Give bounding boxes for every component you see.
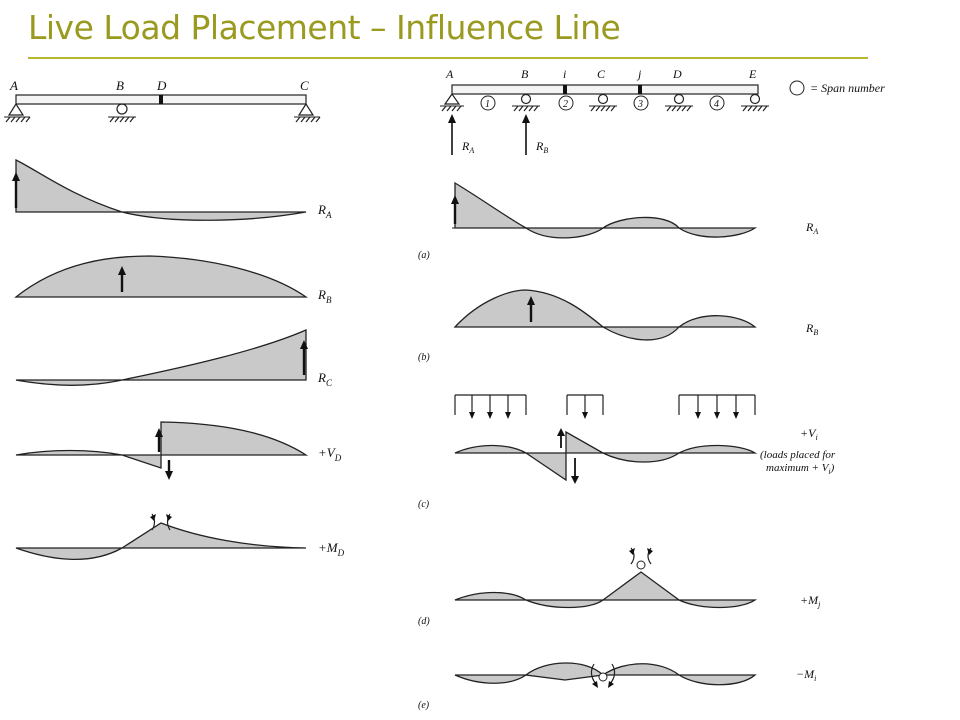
left-il-rb: RB: [14, 255, 332, 305]
right-il-ra: RA (a): [418, 181, 818, 261]
right-il-rb: RB (b): [418, 289, 818, 363]
left-label-d: D: [156, 78, 167, 93]
moment-arrows: [151, 513, 171, 531]
left-il-ra-label: RA: [317, 202, 332, 220]
left-support-a: [4, 102, 31, 123]
left-il-md-label: +MD: [318, 540, 345, 558]
left-il-rc: RC: [15, 329, 333, 388]
right-support-c: [589, 93, 617, 112]
title-underline: [28, 57, 868, 59]
moment-arrows: [630, 547, 652, 565]
note-c-line2: maximum + Vi): [766, 462, 835, 476]
caption-a: (a): [418, 250, 430, 261]
reaction-ra-label: RA: [461, 139, 474, 155]
left-support-c: [294, 102, 321, 123]
right-support-e: [741, 93, 769, 112]
right-label-a: A: [445, 67, 454, 81]
right-label-j: j: [636, 67, 642, 81]
right-support-b: [512, 93, 540, 112]
left-il-ra: RA: [12, 158, 332, 221]
right-point-i-marker: [563, 85, 567, 94]
left-il-vd-label: +VD: [318, 445, 342, 463]
left-support-b: [108, 103, 136, 123]
span-number-legend: = Span number: [789, 80, 885, 96]
right-label-b: B: [521, 67, 529, 81]
caption-e: (e): [418, 700, 430, 711]
left-il-md: +MD: [15, 513, 345, 561]
right-il-mj: +Mj (d): [418, 547, 821, 627]
right-il-vi-label: +Vi: [800, 426, 818, 442]
left-il-rc-label: RC: [317, 370, 333, 388]
left-label-a: A: [9, 78, 18, 93]
right-beam-member: [451, 84, 759, 95]
distributed-load-span-1: [454, 394, 527, 419]
left-point-d-marker: [159, 95, 163, 104]
distributed-load-span-2: [566, 394, 604, 419]
right-support-d: [665, 93, 693, 112]
span-4: 4: [714, 99, 719, 110]
right-il-rb-label: RB: [805, 321, 818, 337]
right-label-d: D: [672, 67, 682, 81]
span-legend-text: = Span number: [810, 81, 885, 95]
caption-b: (b): [418, 352, 430, 363]
span-1: 1: [485, 99, 490, 110]
right-support-a: [440, 92, 464, 112]
right-il-ra-label: RA: [805, 220, 818, 236]
span-3: 3: [637, 99, 643, 110]
left-label-b: B: [116, 78, 124, 93]
reaction-rb-label: RB: [535, 139, 548, 155]
right-il-mj-label: +Mj: [800, 593, 821, 609]
right-point-j-marker: [638, 85, 642, 94]
caption-d: (d): [418, 616, 430, 627]
right-label-i: i: [563, 67, 566, 81]
left-beam: A B D C: [4, 78, 321, 123]
right-il-vi: +Vi (loads placed for maximum + Vi) (c): [418, 394, 836, 510]
right-il-mi: −Mi (e): [418, 662, 816, 711]
left-label-c: C: [300, 78, 309, 93]
caption-c: (c): [418, 499, 430, 510]
slide-title: Live Load Placement – Influence Line: [28, 8, 621, 47]
left-il-vd: +VD: [15, 421, 342, 480]
right-label-c: C: [597, 67, 606, 81]
right-label-e: E: [748, 67, 757, 81]
reaction-arrows: RA RB: [448, 114, 548, 155]
right-il-mi-label: −Mi: [796, 667, 816, 683]
left-il-rb-label: RB: [317, 287, 332, 305]
right-beam: A B i C j D E 1 2 3 4 = Span number RA R…: [440, 67, 885, 155]
distributed-load-span-4: [678, 394, 756, 419]
span-2: 2: [563, 99, 568, 110]
span-number-circles: 1 2 3 4: [480, 95, 725, 111]
note-c-line1: (loads placed for: [760, 449, 836, 461]
